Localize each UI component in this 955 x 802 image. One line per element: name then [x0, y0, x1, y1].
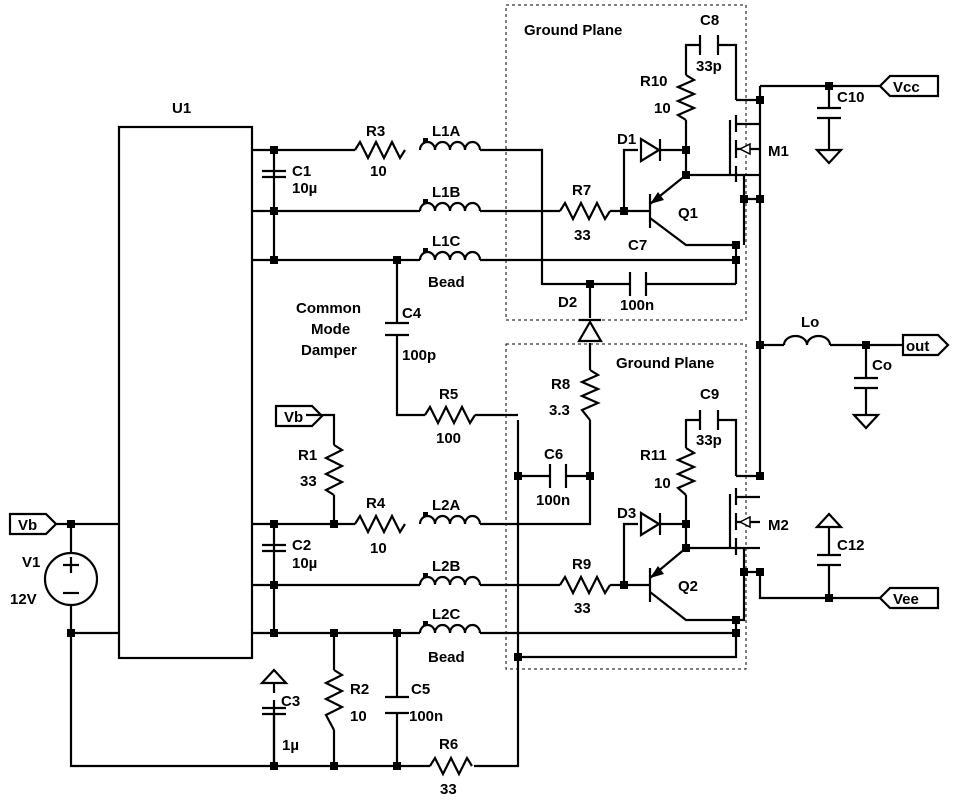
label-r9: R9 [572, 556, 591, 573]
wires [62, 43, 903, 768]
resistors [323, 74, 697, 777]
label-m1: M1 [768, 143, 789, 160]
port-out-label: out [906, 338, 929, 355]
label-r8-value: 3.3 [549, 402, 570, 419]
label-c9-value: 33p [696, 432, 722, 449]
label-r4: R4 [366, 495, 386, 512]
label-l1c: L1C [432, 233, 461, 250]
label-common: Common [296, 300, 361, 317]
port-vee-label: Vee [893, 591, 919, 608]
label-d2: D2 [558, 294, 577, 311]
label-r10-value: 10 [654, 100, 671, 117]
port-vb-top-label: Vb [284, 409, 303, 426]
labels: U1 R3 10 L1A C1 10µ L1B L1C Bead C4 100p… [10, 12, 929, 798]
label-r4-value: 10 [370, 540, 387, 557]
label-c6: C6 [544, 446, 563, 463]
label-d3: D3 [617, 505, 636, 522]
label-c8: C8 [700, 12, 719, 29]
label-r10: R10 [640, 73, 668, 90]
label-c2-value: 10µ [292, 555, 317, 572]
label-r3: R3 [366, 123, 385, 140]
label-c4: C4 [402, 305, 422, 322]
label-mode: Mode [311, 321, 350, 338]
label-r7: R7 [572, 182, 591, 199]
label-c7-value: 100n [620, 297, 654, 314]
transistors [648, 115, 760, 622]
port-vb-left-label: Vb [18, 517, 37, 534]
label-c1-value: 10µ [292, 180, 317, 197]
label-co: Co [872, 357, 892, 374]
label-d1: D1 [617, 131, 636, 148]
label-c8-value: 33p [696, 58, 722, 75]
label-v1: V1 [22, 554, 40, 571]
label-r3-value: 10 [370, 163, 387, 180]
diodes [577, 137, 662, 537]
label-c10: C10 [837, 89, 865, 106]
label-c3-value: 1µ [282, 737, 299, 754]
label-r2-value: 10 [350, 708, 367, 725]
label-v1-value: 12V [10, 591, 37, 608]
label-r7-value: 33 [574, 227, 591, 244]
label-l2b: L2B [432, 558, 461, 575]
label-l1a: L1A [432, 123, 461, 140]
label-c3: C3 [281, 693, 300, 710]
label-r1-value: 33 [300, 473, 317, 490]
inductors [418, 138, 832, 634]
label-l1b: L1B [432, 184, 461, 201]
label-c5: C5 [411, 681, 430, 698]
label-c12: C12 [837, 537, 865, 554]
label-c1: C1 [292, 163, 311, 180]
label-c4-value: 100p [402, 347, 436, 364]
label-ground-plane-bottom: Ground Plane [616, 355, 714, 372]
label-r2: R2 [350, 681, 369, 698]
sources-and-ports [8, 74, 950, 685]
label-q1: Q1 [678, 205, 698, 222]
label-l2c: L2C [432, 606, 461, 623]
label-r6: R6 [439, 736, 458, 753]
label-c7: C7 [628, 237, 647, 254]
label-ground-plane-top: Ground Plane [524, 22, 622, 39]
label-r1: R1 [298, 447, 317, 464]
label-c9: C9 [700, 386, 719, 403]
label-r9-value: 33 [574, 600, 591, 617]
label-damper: Damper [301, 342, 357, 359]
label-r6-value: 33 [440, 781, 457, 798]
label-l2c-value: Bead [428, 649, 465, 666]
label-r8: R8 [551, 376, 570, 393]
label-c2: C2 [292, 537, 311, 554]
port-vcc-label: Vcc [893, 79, 920, 96]
label-c6-value: 100n [536, 492, 570, 509]
label-r11-value: 10 [654, 475, 671, 492]
label-c5-value: 100n [409, 708, 443, 725]
ground-plane-box-bottom [505, 343, 747, 670]
label-l2a: L2A [432, 497, 461, 514]
ground-plane-box-top [505, 4, 747, 321]
label-lo: Lo [801, 314, 819, 331]
label-r5: R5 [439, 386, 458, 403]
label-m2: M2 [768, 517, 789, 534]
label-r11: R11 [640, 447, 667, 464]
label-q2: Q2 [678, 578, 698, 595]
u1-block [117, 125, 254, 660]
junctions [67, 82, 870, 770]
label-l1c-value: Bead [428, 274, 465, 291]
label-r5-value: 100 [436, 430, 461, 447]
label-u1: U1 [172, 100, 191, 117]
capacitors [262, 35, 878, 766]
